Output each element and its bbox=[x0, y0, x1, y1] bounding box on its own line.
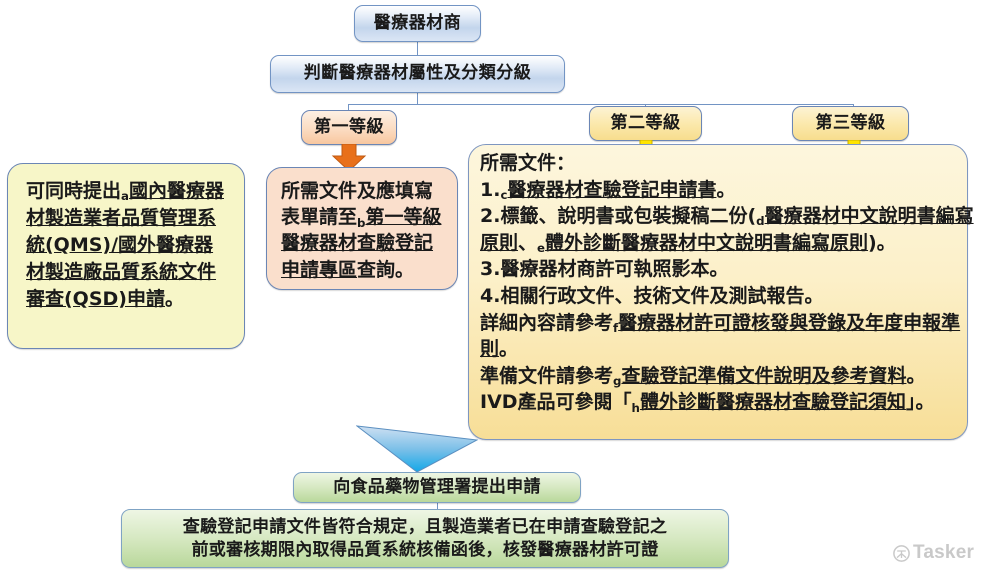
docs-prep-link[interactable]: 查驗登記準備文件說明及參考資料 bbox=[621, 364, 907, 387]
note-class1-documents[interactable]: 所需文件及應填寫表單請至b第一等級醫療器材查驗登記申請專區查詢。 bbox=[266, 167, 458, 290]
note-qms-qsd[interactable]: 可同時提出a國內醫療器材製造業者品質管理系統(QMS)/國外醫療器材製造廠品質系… bbox=[7, 163, 245, 349]
node-classify-device[interactable]: 判斷醫療器材屬性及分類分級 bbox=[270, 55, 565, 93]
docs-prep-suffix: 。 bbox=[906, 364, 926, 387]
docs-item1-suffix: 。 bbox=[716, 178, 736, 201]
connector-submit-to-result bbox=[437, 502, 438, 510]
note-class1-link[interactable]: 第一等級醫療器材查驗登記申請專區 bbox=[281, 206, 442, 281]
note-required-documents-text: 所需文件： 1.c醫療器材查驗登記申請書。 2.標籤、說明書或包裝擬稿二份(d醫… bbox=[468, 144, 988, 444]
docs-detail-prefix: 詳細內容請參考 bbox=[480, 311, 614, 334]
docs-prep-ref: g bbox=[613, 374, 622, 389]
node-submit-application-label: 向食品藥物管理署提出申請 bbox=[333, 476, 541, 497]
node-approval-result-line2: 前或審核期限內取得品質系統核備函後，核發醫療器材許可證 bbox=[191, 539, 659, 560]
note-qms-qsd-body: 可同時提出a國內醫療器材製造業者品質管理系統(QMS)/國外醫療器材製造廠品質系… bbox=[8, 164, 244, 348]
arrow-down-class1-icon bbox=[331, 144, 367, 172]
note-required-documents-body: 所需文件： 1.c醫療器材查驗登記申請書。 2.標籤、說明書或包裝擬稿二份(d醫… bbox=[468, 144, 988, 444]
node-approval-result[interactable]: 查驗登記申請文件皆符合規定，且製造業者已在申請查驗登記之 前或審核期限內取得品質… bbox=[121, 509, 729, 568]
note-class1-suffix: 查詢。 bbox=[357, 258, 415, 281]
docs-item2-link-e[interactable]: 體外診斷醫療器材中文說明書編寫原則 bbox=[545, 231, 869, 254]
note-class1-ref: b bbox=[357, 215, 366, 230]
docs-item2-ref-e: e bbox=[537, 241, 546, 256]
note-qms-prefix: 可同時提出 bbox=[26, 180, 122, 202]
docs-heading: 所需文件： bbox=[480, 152, 576, 174]
docs-ivd-ref: h bbox=[631, 400, 640, 415]
docs-item2-ref-d: d bbox=[756, 214, 765, 229]
note-qms-link[interactable]: 國內醫療器材製造業者品質管理系統(QMS)/國外醫療器材製造廠品質系統文件審查(… bbox=[26, 180, 224, 310]
node-class-1-label: 第一等級 bbox=[314, 116, 384, 137]
note-required-documents[interactable] bbox=[468, 144, 968, 440]
node-class-2-label: 第二等級 bbox=[610, 112, 681, 133]
docs-item1-num: 1. bbox=[480, 178, 501, 201]
docs-detail-link[interactable]: 醫療器材許可證核發與登錄及年度申報準則 bbox=[480, 311, 961, 361]
note-qms-suffix: 。 bbox=[164, 287, 184, 310]
node-medical-device-vendor[interactable]: 醫療器材商 bbox=[354, 5, 481, 42]
connector-class1-drop bbox=[348, 104, 349, 110]
docs-item2-mid: 、 bbox=[518, 231, 538, 254]
node-class-1[interactable]: 第一等級 bbox=[301, 110, 397, 145]
docs-ivd-prefix: IVD產品可參閱「 bbox=[480, 391, 632, 414]
tasker-logo-icon bbox=[893, 544, 910, 562]
docs-detail-ref: f bbox=[613, 320, 619, 335]
watermark: Tasker bbox=[893, 542, 974, 564]
note-class1-prefix: 所需文件及應填寫表單請至 bbox=[281, 180, 434, 229]
node-class-2[interactable]: 第二等級 bbox=[589, 106, 702, 141]
docs-item2-suffix: )。 bbox=[868, 231, 896, 254]
docs-item3: 3.醫療器材商許可執照影本。 bbox=[480, 258, 729, 281]
docs-detail-suffix: 。 bbox=[499, 338, 519, 361]
node-classify-device-label: 判斷醫療器材屬性及分類分級 bbox=[303, 63, 532, 84]
docs-item2-link-d[interactable]: 醫療器材中文說明書編寫原則 bbox=[480, 205, 974, 254]
docs-ivd-suffix: 」。 bbox=[905, 391, 935, 414]
connector-top-to-classify bbox=[417, 41, 418, 55]
docs-ivd-link[interactable]: 體外診斷醫療器材查驗登記須知 bbox=[639, 391, 906, 414]
watermark-label: Tasker bbox=[913, 542, 975, 563]
note-qms-ref: a bbox=[121, 189, 129, 204]
docs-item1-ref: c bbox=[500, 187, 508, 202]
node-approval-result-line1: 查驗登記申請文件皆符合規定，且製造業者已在申請查驗登記之 bbox=[182, 517, 668, 538]
connector-classify-down bbox=[417, 92, 418, 104]
node-class-3-label: 第三等級 bbox=[815, 112, 886, 133]
node-medical-device-vendor-label: 醫療器材商 bbox=[373, 12, 462, 33]
docs-item4: 4.相關行政文件、技術文件及測試報告。 bbox=[480, 284, 824, 307]
node-submit-application[interactable]: 向食品藥物管理署提出申請 bbox=[293, 472, 581, 503]
note-class1-documents-body: 所需文件及應填寫表單請至b第一等級醫療器材查驗登記申請專區查詢。 bbox=[267, 168, 457, 289]
node-class-3[interactable]: 第三等級 bbox=[792, 106, 909, 141]
docs-prep-prefix: 準備文件請參考 bbox=[480, 364, 614, 387]
docs-item2-text: 標籤、說明書或包裝擬稿二份( bbox=[500, 205, 757, 228]
docs-item1-link[interactable]: 醫療器材查驗登記申請書 bbox=[507, 178, 717, 201]
arrow-down-submit-icon bbox=[356, 425, 478, 473]
docs-item2-num: 2. bbox=[480, 205, 501, 228]
connector-class-bus bbox=[348, 104, 854, 105]
